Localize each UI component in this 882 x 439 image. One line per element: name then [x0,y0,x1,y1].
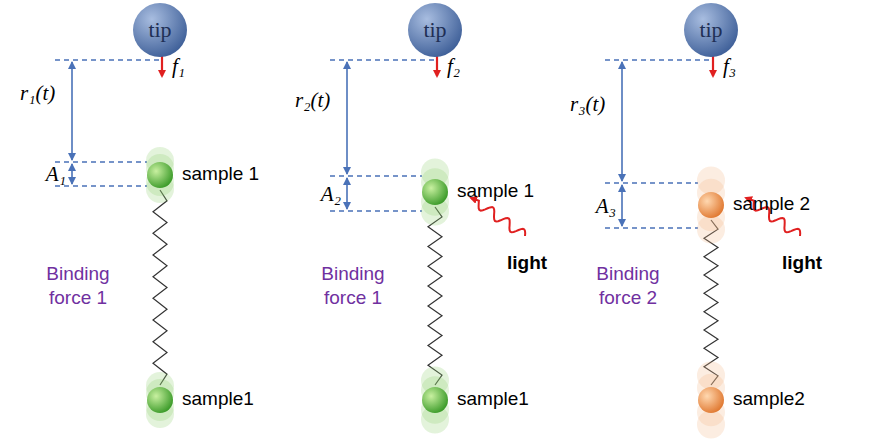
force-label: f₁ [172,54,185,79]
amplitude-label: A₂ [321,182,341,207]
dashed-guide [55,59,160,60]
distance-arrow [71,62,73,160]
force-label: f₂ [447,54,460,79]
sample-top [147,162,173,188]
force-label: f₃ [723,54,736,79]
dashed-guide [605,182,698,183]
sample-bottom [422,387,448,413]
force-arrow [712,56,714,76]
light-label: light [507,252,547,274]
sample-bottom [698,387,724,413]
sample-label: sample1 [457,388,529,410]
amplitude-label: A₁ [46,162,66,187]
dashed-guide [55,161,147,162]
binding-force-label: Binding force 1 [38,262,118,310]
distance-label: r₁(t) [20,81,55,106]
light-wave [471,198,525,236]
sample-label: sample2 [733,388,805,410]
dashed-guide [55,185,147,186]
sample-label: sample 2 [733,193,810,215]
tip-label: tip [699,17,722,43]
force-arrow [161,56,163,76]
dashed-guide [605,227,698,228]
amplitude-arrow [346,178,348,209]
tip-shape [408,3,462,57]
amplitude-label: A₃ [596,194,616,219]
spring [153,190,167,385]
distance-arrow [346,62,348,174]
sample-top [698,192,724,218]
tip-shape [684,3,738,57]
distance-arrow [621,62,623,181]
dashed-guide [330,175,422,176]
sample-bottom [147,387,173,413]
afm-tip: tip [683,2,739,58]
sample-label: sample 1 [182,163,259,185]
amplitude-arrow [621,185,623,226]
distance-label: r₂(t) [295,88,330,113]
spring [428,207,442,385]
tip-label: tip [148,17,171,43]
amplitude-arrow [71,164,73,184]
sample-label: sample1 [182,388,254,410]
spring [704,220,718,385]
vibration-ghost [697,216,725,244]
dashed-guide [330,59,435,60]
force-arrow [436,56,438,76]
tip-label: tip [423,17,446,43]
dashed-guide [605,59,711,60]
afm-tip: tip [407,2,463,58]
sample-top [422,179,448,205]
tip-shape [133,3,187,57]
binding-force-label: Binding force 1 [313,262,393,310]
light-label: light [782,252,822,274]
dashed-guide [330,210,422,211]
afm-tip: tip [132,2,188,58]
vibration-ghost [697,411,725,439]
sample-label: sample 1 [457,180,534,202]
binding-force-label: Binding force 2 [588,262,668,310]
distance-label: r₃(t) [570,92,605,117]
